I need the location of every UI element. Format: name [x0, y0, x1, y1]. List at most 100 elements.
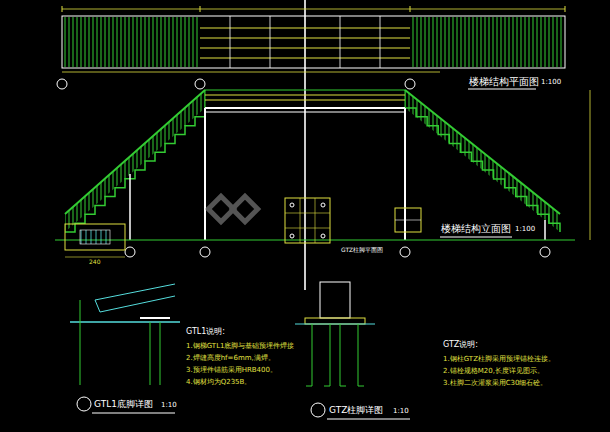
gtz-base-plan-part [315, 198, 316, 243]
stair-plan-part [565, 6, 566, 12]
gtl1-plate-plan-part [65, 224, 125, 250]
stair-elevation-part [205, 112, 405, 113]
gtz-base-detail [295, 282, 410, 419]
stair-elevation-part [204, 108, 206, 240]
stair-elevation-part [400, 247, 410, 257]
stair-elevation-part [405, 90, 560, 232]
stair-elevation-part [125, 247, 135, 257]
detail-title: GTZ柱脚详图 [328, 405, 384, 415]
stair-elevation-part [405, 108, 560, 232]
note-heading: GTZ说明: [442, 340, 479, 349]
gtz-base-plan-part [285, 228, 330, 229]
stair-elevation-part [205, 95, 405, 96]
gtz-base-plan [285, 198, 421, 243]
note-line: 2.焊缝高度hf=6mm,满焊。 [185, 354, 276, 362]
gtz-base-detail-part [311, 403, 325, 417]
stair-elevation-part [440, 237, 512, 238]
gtz-base-detail-part [306, 324, 312, 386]
gtl1-base-detail-part [95, 300, 100, 312]
gtz-base-plan-part [395, 208, 421, 232]
gtl1-base-detail-part [150, 322, 151, 385]
gtl1-base-detail-part [70, 321, 180, 323]
stair-plan-part [62, 16, 565, 68]
stair-plan-part [380, 16, 381, 68]
stair-plan-part [200, 6, 201, 12]
gtz-base-plan-part [285, 198, 330, 243]
gtl1-base-detail [70, 284, 180, 413]
gtz-base-plan-part [290, 234, 294, 238]
stair-plan-part [200, 38, 410, 39]
watermark-logo-part [232, 196, 257, 221]
scale-text: 1:10 [392, 407, 410, 415]
note-line: 3.预埋件锚筋采用HRB400。 [185, 366, 278, 374]
gtl1-plate-plan-part [65, 257, 125, 258]
gtl1-base-detail-part [92, 413, 175, 414]
note-line: 2.锚栓规格M20,长度详见图示。 [442, 367, 545, 375]
stair-plan-part [63, 17, 200, 67]
gtl1-base-detail-part [95, 284, 175, 300]
stair-elevation [55, 90, 590, 257]
stair-plan-part [62, 9, 565, 10]
gtz-base-plan-part [321, 234, 325, 238]
stair-plan-part [230, 16, 231, 68]
stair-elevation-part [65, 90, 205, 232]
stair-elevation-part [405, 90, 560, 214]
stair-elevation-part [590, 90, 591, 240]
dimension-text: 240 [88, 259, 101, 266]
scale-text: 1:10 [160, 401, 178, 409]
axis-line-part [304, 0, 306, 290]
note-heading: GTL1说明: [185, 327, 226, 336]
gtl1-base-detail-part [80, 300, 81, 385]
gtl1-base-detail-part [100, 296, 175, 312]
stair-elevation-part [65, 90, 205, 214]
scale-text: 1:100 [514, 225, 536, 233]
stair-plan-part [200, 58, 410, 59]
note-line: 1.钢柱GTZ柱脚采用预埋锚栓连接。 [442, 355, 556, 363]
gtl1-base-detail-part [140, 317, 170, 319]
stair-plan-part [200, 48, 410, 49]
stair-plan-part [200, 28, 410, 29]
axis-line [305, 0, 306, 290]
stair-plan-part [405, 79, 415, 89]
stair-plan-part [468, 89, 536, 90]
gtz-base-plan-part [290, 203, 294, 207]
detail-title: GTL1底脚详图 [93, 399, 154, 409]
gtz-base-plan-part [285, 213, 330, 214]
view-title: GTZ柱脚平面图 [340, 247, 384, 254]
stair-elevation-part [200, 247, 210, 257]
stair-elevation-part [129, 174, 131, 240]
stair-elevation-part [540, 247, 550, 257]
stair-elevation-part [544, 220, 546, 240]
gtl1-plate-plan-part [80, 230, 110, 244]
stair-plan-part [340, 16, 341, 68]
stair-plan [57, 6, 565, 89]
scale-text: 1:100 [540, 78, 562, 86]
stair-plan-part [62, 6, 63, 12]
stair-elevation-part [205, 107, 405, 109]
stair-elevation-part [205, 100, 405, 101]
gtz-base-detail-part [340, 324, 346, 386]
gtz-base-plan-part [395, 220, 421, 221]
view-title: 楼梯结构立面图 [440, 223, 512, 235]
gtz-base-detail-part [358, 324, 364, 386]
view-title: 楼梯结构平面图 [468, 76, 540, 88]
gtz-base-detail-part [295, 324, 375, 325]
stair-elevation-part [205, 90, 405, 108]
gtz-base-plan-part [300, 198, 301, 243]
stair-plan-part [57, 79, 67, 89]
gtz-base-detail-part [324, 324, 330, 386]
stair-plan-part [410, 17, 564, 67]
gtl1-plate-plan [65, 224, 125, 257]
stair-plan-part [195, 79, 205, 89]
stair-elevation-part [65, 108, 205, 232]
note-line: 1.钢梯GTL1底脚与基础预埋件焊接 [185, 342, 295, 350]
watermark-logo [208, 196, 257, 221]
stair-plan-part [270, 16, 271, 68]
gtz-base-detail-part [320, 282, 350, 318]
gtz-base-detail-part [305, 318, 365, 324]
gtz-base-detail-part [327, 419, 410, 420]
note-line: 4.钢材均为Q235B。 [185, 378, 252, 386]
stair-plan-part [410, 6, 411, 12]
gtl1-base-detail-part [77, 397, 91, 411]
